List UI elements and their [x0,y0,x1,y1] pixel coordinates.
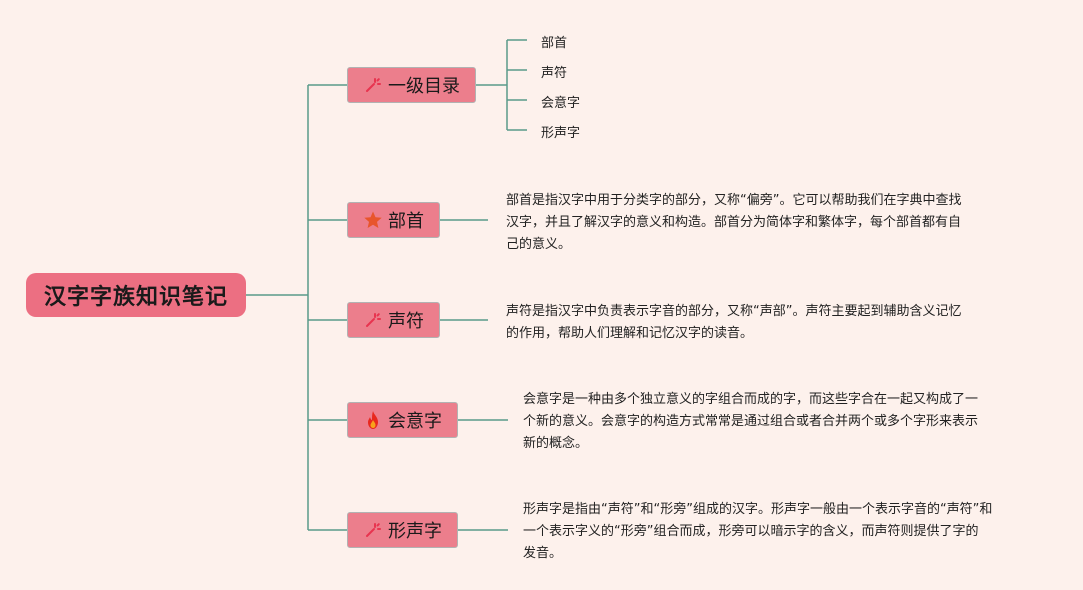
branch-node-phono-semantic[interactable]: 形声字 [347,512,458,548]
fire-icon [363,410,383,430]
leaf-item[interactable]: 会意字 [541,96,581,111]
leaf-item[interactable]: 声符 [541,66,568,81]
branch-node-compound-ideograph[interactable]: 会意字 [347,402,458,438]
description-text: 声符是指汉字中负责表示字音的部分，又称“声部”。声符主要起到辅助含义记忆 的作用… [506,304,962,341]
description-text: 形声字是指由“声符”和“形旁”组成的汉字。形声字一般由一个表示字音的“声符”和 … [523,502,993,561]
leaf-item[interactable]: 部首 [541,36,568,51]
branch-label: 声符 [388,311,424,332]
leaf-item[interactable]: 形声字 [541,126,581,141]
star-icon [363,210,383,230]
sparkle-icon [363,310,383,330]
branch-node-level1[interactable]: 一级目录 [347,67,476,103]
branch-label: 会意字 [388,411,442,432]
branch-node-radical[interactable]: 部首 [347,202,440,238]
branch-node-phonetic[interactable]: 声符 [347,302,440,338]
branch-label: 一级目录 [388,76,460,97]
branch-label: 部首 [388,211,424,232]
description-text: 部首是指汉字中用于分类字的部分，又称“偏旁”。它可以帮助我们在字典中查找 汉字，… [506,193,962,252]
branch-label: 形声字 [388,521,442,542]
description-text: 会意字是一种由多个独立意义的字组合而成的字，而这些字合在一起又构成了一 个新的意… [523,392,979,451]
sparkle-icon [363,520,383,540]
sparkle-icon [363,75,383,95]
root-node[interactable]: 汉字字族知识笔记 [26,273,246,317]
root-title: 汉字字族知识笔记 [43,285,228,310]
